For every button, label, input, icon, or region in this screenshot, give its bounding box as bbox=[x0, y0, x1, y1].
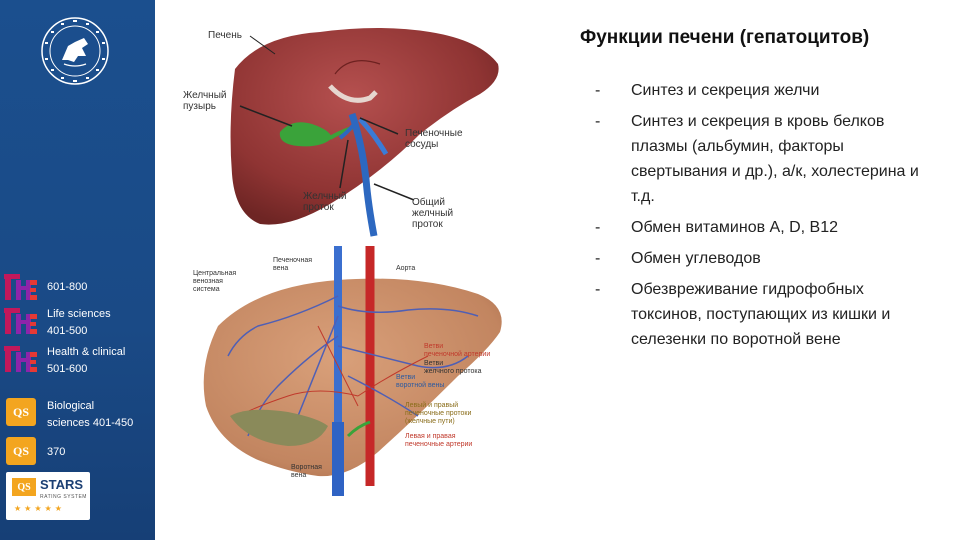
qs-logo-icon: QS bbox=[6, 398, 36, 426]
ranking-text-4: Biological sciences 401-450 bbox=[47, 400, 134, 429]
ranking-row-1 bbox=[4, 272, 38, 302]
ranking-row-2 bbox=[4, 306, 38, 336]
qs-logo-icon: QS bbox=[6, 437, 36, 465]
ranking-text-2: Life sciences 401-500 bbox=[47, 308, 111, 337]
ranking-text-5: 370 bbox=[47, 446, 66, 458]
list-item: -Обмен витаминов A, D, B12 bbox=[595, 219, 839, 236]
ranking-row-4: QS bbox=[6, 398, 36, 426]
ranking-text-1: 601-800 bbox=[47, 281, 88, 293]
function-list: -Синтез и секреция желчи -Синтез и секре… bbox=[595, 78, 935, 358]
the-logo-icon bbox=[4, 274, 37, 300]
ranking-row-5: QS bbox=[6, 437, 36, 465]
list-item: -Синтез и секреция желчи bbox=[595, 82, 820, 99]
liver-external-illustration bbox=[230, 28, 499, 237]
list-item: -Обезвреживание гидрофобных токсинов, по… bbox=[595, 281, 891, 348]
ranking-row-3 bbox=[4, 344, 38, 374]
qs-stars-badge: QS STARS RATING SYSTEM ★★★★★ bbox=[6, 472, 90, 520]
the-logo-icon bbox=[4, 346, 37, 372]
label-liver: Печень bbox=[208, 30, 242, 41]
list-item: -Синтез и секреция в кровь белков плазмы… bbox=[595, 113, 919, 205]
ranking-text-3: Health & clinical 501-600 bbox=[47, 346, 126, 375]
qs-stars-logo-icon: QS bbox=[12, 478, 36, 496]
the-logo-icon bbox=[4, 308, 37, 334]
stars-rating-icon: ★★★★★ bbox=[14, 504, 65, 513]
stars-title: STARS bbox=[40, 477, 84, 492]
stars-subtitle: RATING SYSTEM bbox=[40, 494, 87, 500]
slide-title: Функции печени (гепатоцитов) bbox=[580, 27, 870, 48]
university-logo bbox=[41, 17, 109, 85]
liver-internal-illustration bbox=[203, 246, 502, 496]
label-aorta: Аорта bbox=[396, 265, 416, 272]
list-item: -Обмен углеводов bbox=[595, 250, 761, 267]
sidebar: 601-800 Life sciences 401-500 Health & c… bbox=[0, 0, 155, 540]
